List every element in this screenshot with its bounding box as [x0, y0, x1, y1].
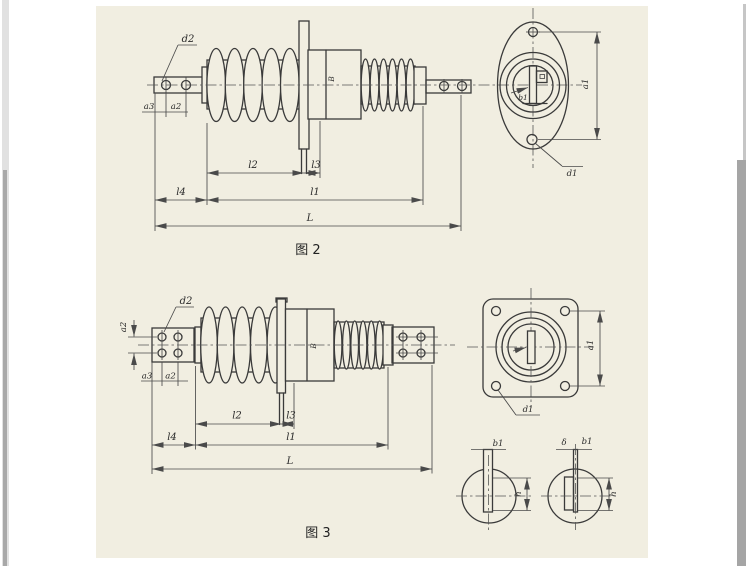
fig3-hole-leader: d2	[163, 296, 194, 333]
fig3-l1-label: l1	[286, 432, 296, 443]
scan-edge-right-light	[743, 4, 746, 162]
fig3-end-view-square: a1 d1	[467, 288, 605, 416]
fig3-detail-left-h-label: h	[514, 491, 524, 496]
fig3-detail-right-b1-label: b1	[582, 437, 593, 447]
fig3-conductor-detail	[512, 330, 536, 365]
fig3-detail-right-delta-label: δ	[561, 438, 566, 448]
fig3-body-B-label: B	[309, 343, 318, 350]
fig2-l3-label: l3	[311, 160, 321, 171]
fig2-caption: 图 2	[295, 243, 320, 258]
fig3-l2-label: l2	[232, 411, 242, 422]
fig2-a1-label: a1	[581, 79, 591, 89]
fig2-l1-label: l1	[310, 187, 320, 198]
fig3-d2-label: d2	[180, 296, 193, 307]
fig3-d1-label: d1	[523, 405, 534, 415]
fig3-l4-label: l4	[167, 432, 177, 443]
fig3-a1-label: a1	[586, 340, 596, 350]
fig2-body: B	[307, 49, 362, 120]
fig3-caption: 图 3	[305, 526, 330, 541]
fig3-a2-rows-label: a2	[119, 322, 129, 332]
fig2-oval-hole-bottom	[526, 133, 538, 146]
fig3-terminal-detail-left: b1 h	[456, 439, 533, 530]
fig2-side-view: d2 B	[142, 20, 582, 231]
fig3-a2-label: a2	[165, 372, 175, 382]
fig3-mounting-plate	[275, 297, 288, 426]
fig2-b1-label: b1	[518, 93, 528, 102]
fig2-dimensions: a3 a2 l2 l3 l4 l1 L	[142, 93, 462, 231]
fig2-a3-label: a3	[144, 102, 154, 112]
scan-edge-right-dark	[737, 160, 746, 566]
fig3-d1-leader: d1	[497, 389, 540, 416]
fig2-a2-label: a2	[171, 102, 181, 112]
fig3-a3-label: a3	[142, 372, 152, 382]
fig2-d1-leader: d1	[534, 142, 583, 179]
fig3-row-spacing-dimension: a2	[119, 320, 137, 370]
scan-edge-left-dark	[3, 170, 7, 566]
fig3-a1-dimension: a1	[570, 310, 605, 387]
fig2-l2-label: l2	[248, 160, 258, 171]
fig2-l4-label: l4	[176, 187, 186, 198]
fig3-detail-left-b1-label: b1	[493, 439, 504, 449]
fig3-l3-label: l3	[286, 411, 296, 422]
fig2-end-view-oval: b1 a1 d1	[496, 8, 601, 179]
fig2-conductor-detail: b1	[510, 65, 548, 105]
fig3-terminal-detail-right: δ b1 h	[541, 437, 619, 530]
fig2-right-terminal	[425, 79, 472, 94]
fig2-body-B-label: B	[327, 76, 336, 83]
fig2-hole-leader: d2	[161, 34, 197, 82]
fig3-side-view: d2 a2 B	[119, 296, 455, 474]
fig2-porcelain-sheds	[201, 47, 301, 123]
fig3-L-label: L	[286, 456, 294, 467]
fig2-a1-dimension: a1	[538, 31, 601, 140]
fig2-d1-label: d1	[567, 169, 578, 179]
fig3-dimensions: a3 a2 l2 l3 l4 l1 L	[141, 362, 433, 474]
fig3-detail-right-h-label: h	[609, 491, 619, 496]
fig2-L-label: L	[306, 213, 314, 224]
fig2-d2-label: d2	[182, 34, 195, 45]
